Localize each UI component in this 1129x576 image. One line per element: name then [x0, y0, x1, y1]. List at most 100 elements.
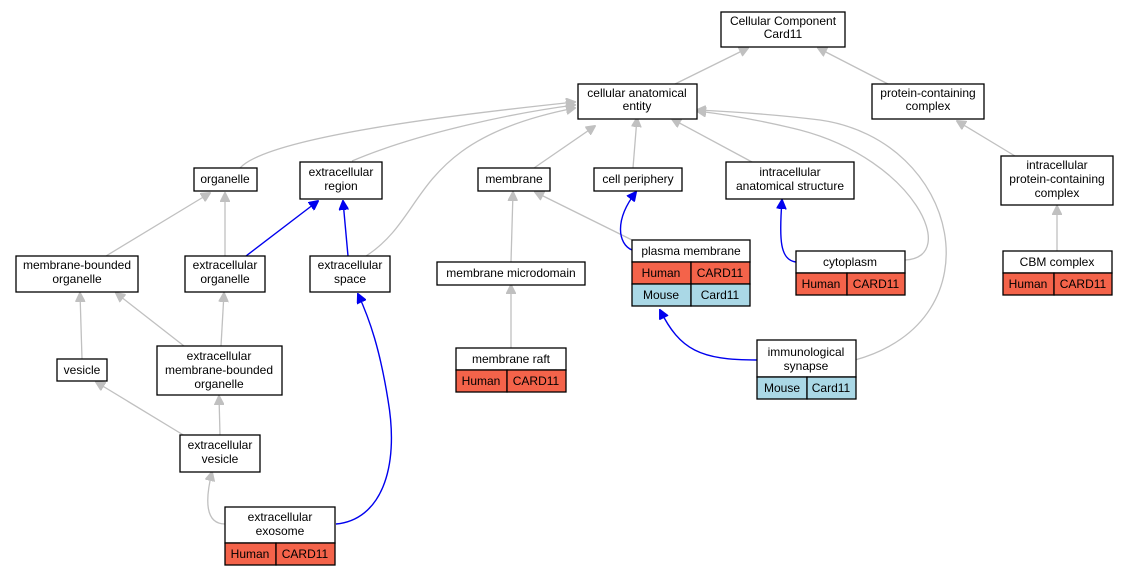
edge-intras-cae	[672, 119, 753, 163]
node-extracellular-membrane-bounded-organelle[interactable]: extracellular membrane-bounded organelle	[156, 345, 283, 396]
node-label-line: Cellular Component	[730, 14, 837, 28]
nodes: Cellular Component Card11 cellular anato…	[15, 11, 1114, 566]
node-label-line: membrane raft	[472, 352, 551, 366]
edge-cyto-cae	[697, 111, 929, 261]
annotation-gene-cell	[1053, 272, 1113, 296]
edge-exspace-cae	[365, 108, 575, 257]
node-membrane[interactable]: membrane	[477, 167, 551, 192]
annotation-gene: CARD11	[853, 277, 900, 291]
node-extracellular-exosome[interactable]: extracellular exosome Human CARD11	[224, 506, 336, 566]
edge-immsyn-cae	[697, 110, 947, 361]
node-organelle[interactable]: organelle	[193, 167, 258, 192]
edge-memmicro-membrane	[511, 192, 513, 263]
annotation-gene: Card11	[701, 288, 740, 302]
annotation-gene: Card11	[812, 381, 851, 395]
node-label-line: organelle	[200, 272, 250, 286]
edge-membrane-cae	[533, 126, 595, 169]
edge-ipcc-pcc	[957, 121, 1016, 157]
node-label-line: cell periphery	[602, 172, 673, 186]
node-cbm-complex[interactable]: CBM complex Human CARD11	[1002, 250, 1113, 296]
node-label-line: extracellular	[193, 258, 258, 272]
edge-exspace-exreg	[343, 201, 348, 257]
node-label-line: synapse	[784, 359, 829, 373]
node-label-line: cytoplasm	[823, 255, 877, 269]
node-label-line: extracellular	[309, 165, 374, 179]
node-vesicle[interactable]: vesicle	[56, 358, 108, 382]
node-label-line: intracellular	[1026, 158, 1087, 172]
node-label-line: extracellular	[248, 510, 313, 524]
annotation-species: Human	[462, 374, 501, 388]
node-label-line: intracellular	[759, 165, 820, 179]
node-cellular-component[interactable]: Cellular Component Card11	[720, 11, 846, 48]
annotation-species: Human	[642, 266, 681, 280]
node-membrane-raft[interactable]: membrane raft Human CARD11	[455, 347, 567, 393]
edge-exves-vesicle	[96, 382, 186, 437]
node-label-line: immunological	[768, 345, 845, 359]
node-label-line: complex	[906, 99, 951, 113]
edge-cae-root	[674, 48, 748, 85]
node-label-line: complex	[1035, 186, 1080, 200]
edge-pcc-root	[818, 48, 889, 85]
edge-exosome-exspace	[335, 294, 393, 525]
node-membrane-bounded-organelle[interactable]: membrane-bounded organelle	[15, 255, 139, 293]
edge-exmbo-exorg	[221, 293, 224, 347]
node-intracellular-protein-containing-complex[interactable]: intracellular protein-containing complex	[1000, 155, 1114, 206]
node-label-line: protein-containing	[880, 86, 975, 100]
node-label-line: Card11	[764, 27, 803, 41]
annotation-species: Human	[231, 547, 270, 561]
annotation-species: Mouse	[764, 381, 800, 395]
annotation-gene-cell	[846, 272, 906, 296]
node-label-line: entity	[623, 99, 652, 113]
edge-cellper-cae	[633, 118, 637, 169]
edge-plasma-membrane	[535, 192, 633, 241]
annotation-species: Human	[802, 277, 841, 291]
edge-exorg-exreg	[245, 201, 318, 257]
node-label-line: protein-containing	[1009, 172, 1104, 186]
node-label-line: organelle	[52, 272, 102, 286]
node-label-line: cellular anatomical	[587, 86, 686, 100]
node-label-line: anatomical structure	[736, 179, 844, 193]
node-protein-containing-complex[interactable]: protein-containing complex	[871, 83, 985, 120]
node-label-line: extracellular	[187, 349, 252, 363]
edge-vesicle-mbo	[80, 293, 82, 360]
node-extracellular-space[interactable]: extracellular space	[309, 255, 391, 293]
node-label-line: membrane-bounded	[23, 258, 131, 272]
node-plasma-membrane[interactable]: plasma membrane Human CARD11 Mouse Card1…	[631, 239, 751, 307]
edge-exves-exmbo	[219, 396, 220, 436]
annotation-gene-cell	[506, 369, 567, 393]
node-label-line: extracellular	[188, 438, 253, 452]
node-extracellular-organelle[interactable]: extracellular organelle	[184, 255, 266, 293]
node-label-line: space	[334, 272, 366, 286]
node-label-line: membrane-bounded	[165, 363, 273, 377]
annotation-gene-cell	[806, 376, 857, 400]
node-label-line: organelle	[200, 172, 250, 186]
edge-immsyn-plasma	[660, 310, 758, 361]
node-label-line: CBM complex	[1020, 255, 1095, 269]
node-label-line: vesicle	[64, 363, 101, 377]
node-label-line: membrane	[485, 172, 543, 186]
node-immunological-synapse[interactable]: immunological synapse Mouse Card11	[756, 339, 857, 400]
node-extracellular-vesicle[interactable]: extracellular vesicle	[179, 434, 261, 473]
node-label-line: region	[324, 179, 357, 193]
edges	[80, 48, 1057, 525]
edge-cyto-intras	[781, 200, 797, 263]
node-cell-periphery[interactable]: cell periphery	[593, 167, 683, 192]
node-cellular-anatomical-entity[interactable]: cellular anatomical entity	[577, 83, 698, 120]
edge-exreg-cae	[351, 105, 575, 162]
node-intracellular-anatomical-structure[interactable]: intracellular anatomical structure	[725, 161, 855, 200]
edge-mbo-organelle	[105, 193, 210, 257]
node-label-line: membrane microdomain	[446, 266, 575, 280]
edge-exmbo-mbo	[116, 293, 185, 347]
node-cytoplasm[interactable]: cytoplasm Human CARD11	[795, 250, 906, 296]
node-extracellular-region[interactable]: extracellular region	[299, 161, 383, 200]
node-label-line: vesicle	[202, 452, 239, 466]
annotation-gene: CARD11	[1060, 277, 1107, 291]
annotation-gene-cell	[275, 542, 336, 566]
node-membrane-microdomain[interactable]: membrane microdomain	[436, 261, 586, 286]
annotation-species: Mouse	[643, 288, 679, 302]
node-label-line: organelle	[194, 377, 244, 391]
annotation-species: Human	[1009, 277, 1048, 291]
node-label-line: plasma membrane	[641, 244, 741, 258]
annotation-gene: CARD11	[513, 374, 560, 388]
